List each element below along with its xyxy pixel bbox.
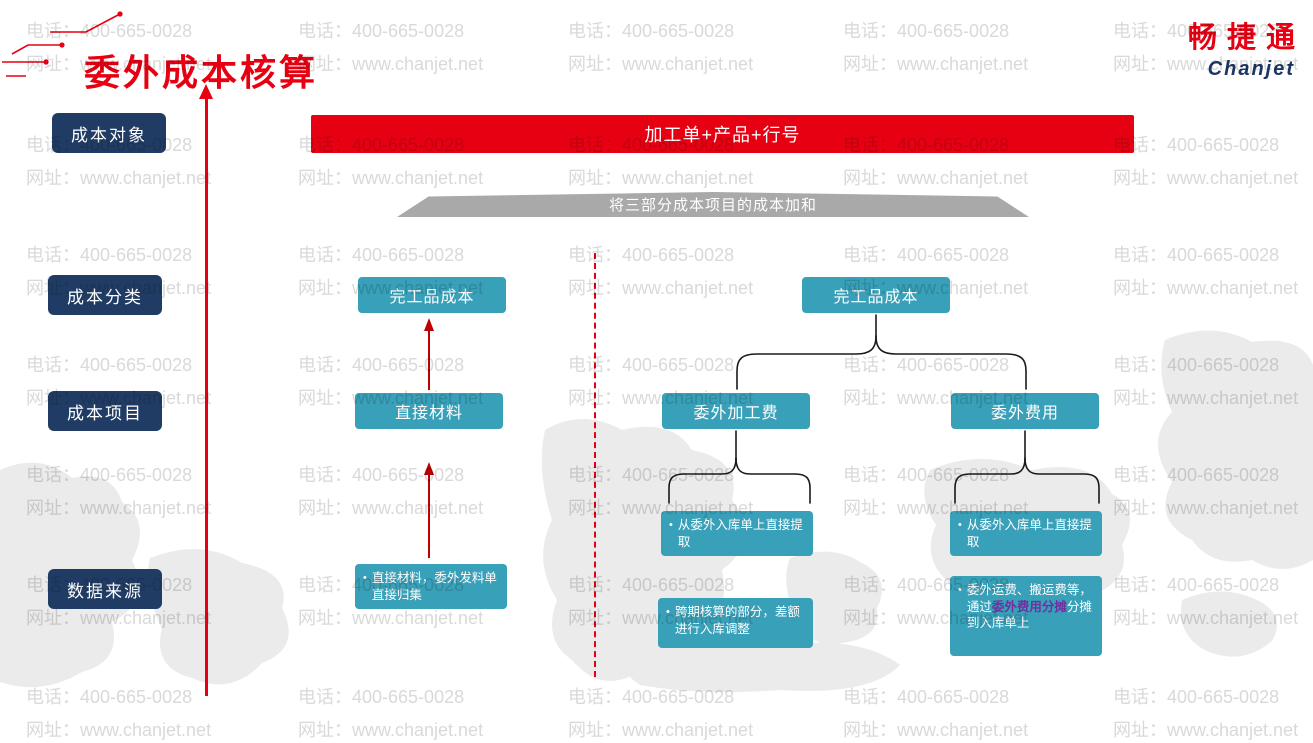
bullet-icon: • [669, 519, 673, 531]
bullet-icon: • [958, 519, 962, 531]
brand-logo-cn: 畅捷通 [1187, 22, 1305, 54]
src-direct-material: • 直接材料，委外发料单直接归集 [355, 564, 507, 609]
dashed-divider-line [594, 253, 596, 677]
sum-ribbon: 将三部分成本项目的成本加和 [397, 192, 1029, 217]
brand-logo: 畅捷通 Chanjet [1188, 14, 1295, 81]
row-label-cost-item: 成本项目 [48, 391, 162, 431]
node-outsourcing-expense: 委外费用 [951, 393, 1099, 429]
bullet-icon: • [363, 572, 367, 584]
row-label-data-source: 数据来源 [48, 569, 162, 609]
circuit-decoration-icon [2, 11, 123, 77]
brand-logo-en: Chanjet [1207, 58, 1295, 80]
src-fee-adjust-text: 跨期核算的部分，差额进行入库调整 [674, 605, 800, 636]
page-title: 委外成本核算 [84, 52, 319, 93]
node-outsourcing-fee: 委外加工费 [662, 393, 810, 429]
src-expense-allocation: • 委外运费、搬运费等，通过委外费用分摊分摊到入库单上 [950, 576, 1102, 656]
src-expense-alloc-after: 分摊到入库单上 [966, 599, 1092, 631]
bullet-icon: • [958, 584, 962, 596]
row-label-cost-object: 成本对象 [52, 113, 166, 153]
bullet-icon: • [666, 606, 670, 618]
row-label-cost-class: 成本分类 [48, 275, 162, 315]
src-expense-allocation-text: 委外运费、搬运费等，通过委外费用分摊分摊到入库单上 [967, 582, 1095, 650]
node-finished-cost-left: 完工品成本 [358, 277, 506, 313]
timeline-arrowhead [199, 84, 213, 99]
timeline-axis-line [205, 98, 208, 696]
world-map [0, 330, 1313, 693]
src-expense-alloc-before: 委外运费、搬运费等，通过 [966, 583, 1092, 614]
src-direct-material-text: 直接材料，委外发料单直接归集 [371, 571, 497, 602]
src-expense-extract: • 从委外入库单上直接提取 [950, 511, 1102, 556]
node-finished-cost-right: 完工品成本 [802, 277, 950, 313]
src-expense-alloc-highlight: 委外费用分摊 [991, 599, 1067, 614]
src-expense-extract-text: 从委外入库单上直接提取 [966, 518, 1092, 549]
src-fee-extract-text: 从委外入库单上直接提取 [677, 518, 803, 549]
src-fee-adjust: • 跨期核算的部分，差额进行入库调整 [658, 598, 813, 648]
src-fee-extract: • 从委外入库单上直接提取 [661, 511, 813, 556]
node-direct-material: 直接材料 [355, 393, 503, 429]
cost-object-banner: 加工单+产品+行号 [311, 115, 1134, 153]
